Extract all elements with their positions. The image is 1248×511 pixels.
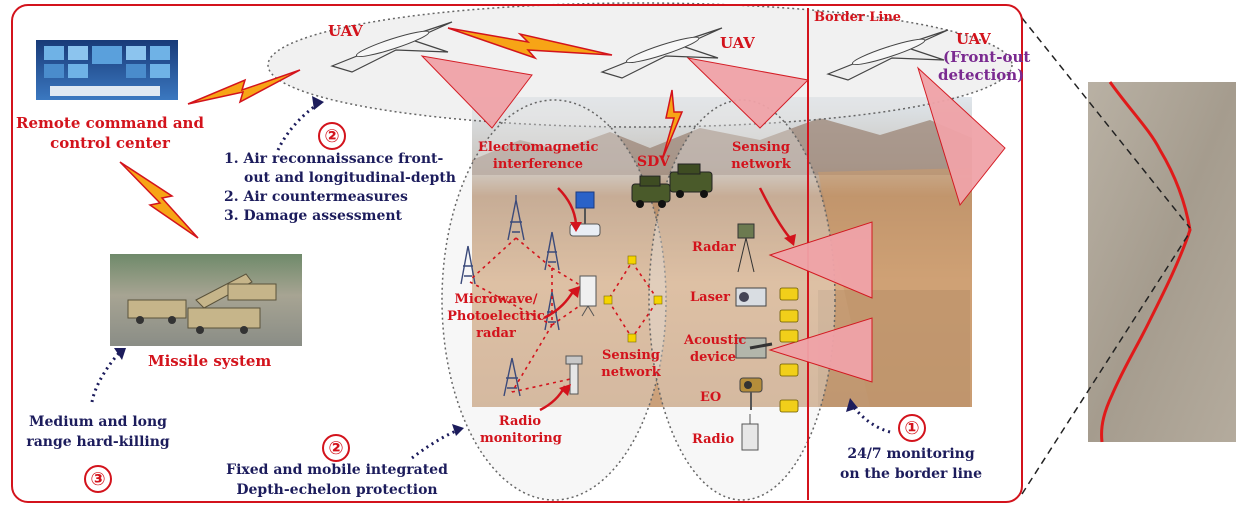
air-task-line: 1. Air reconnaissance front- [224,151,444,167]
detection-label: detection) [938,66,1025,84]
lightning-icon [447,27,613,60]
eo-sensor-icon [739,377,763,410]
sensing-network-top-label-2: network [731,157,791,172]
acoustic-sensor-icon [735,337,773,359]
acoustic-label-2: device [690,350,737,365]
border-monitor-label-2: on the border line [840,466,982,482]
sensing-network-top-label-1: Sensing [732,140,790,155]
command-center-label-2: control center [50,134,170,152]
air-task-line: 2. Air countermeasures [224,189,408,205]
uav-icon [600,27,723,79]
circled-number-hard-kill: ③ [84,465,112,493]
sensing-network-mid-label-1: Sensing [602,348,660,363]
uav-icon [826,29,949,81]
front-out-label: (Front-out [943,48,1031,66]
microwave-label-3: radar [476,326,516,341]
eo-label: EO [700,390,722,405]
depth-label-2: Depth-echelon protection [236,482,438,498]
arrow-sensing-network [758,187,791,239]
circled-number-air: ② [318,122,346,150]
air-tasks-list: 1. Air reconnaissance front- out and lon… [224,150,456,226]
command-screen-icon [36,40,178,100]
radio-tower-icon [544,231,560,271]
lightning-icon [661,89,684,161]
sensor-node-icon [603,255,663,343]
missile-system-label: Missile system [148,352,272,370]
vehicle-icon [631,175,671,208]
arrow-em-interference [557,187,578,225]
radio-monitoring-label-1: Radio [498,414,542,429]
uav-cone-left [420,55,533,129]
em-interference-label-1: Electromagnetic [478,140,599,155]
lightning-icon [187,69,301,105]
sdv-label: SDV [637,154,670,170]
satellite-map [1088,81,1236,443]
em-interference-label-2: interference [492,157,584,172]
radio-tower-icon [460,245,476,285]
radar-sensor-icon [737,223,755,273]
microwave-radar-icon [579,275,597,317]
vehicle-icon [669,163,713,198]
circled-number-depth: ② [322,434,350,462]
lightning-icon [119,161,199,239]
radar-label: Radar [692,240,736,255]
pointer-arrow-border [850,404,891,434]
hard-kill-label-1: Medium and long [29,414,167,430]
microwave-label-1: Microwave/ [454,292,538,307]
zoom-line-bottom [1021,231,1191,495]
uav-cone-middle [686,57,810,129]
radio-label: Radio [692,432,735,447]
acoustic-cone [768,317,873,383]
uav-label-left: UAV [328,22,363,40]
air-task-line: out and longitudinal-depth [244,170,456,186]
outer-frame [11,4,1023,503]
laser-sensor-icon [735,287,767,307]
depth-label-1: Fixed and mobile integrated [226,462,448,478]
pointer-arrow-hard-kill [90,350,122,403]
circled-number-border: ① [898,414,926,442]
border-line-label: Border Line [814,10,902,25]
uav-label-right: UAV [956,30,991,48]
radio-tower-icon [503,357,521,397]
border-monitor-label-1: 24/7 monitoring [847,446,975,462]
missile-launcher-icon [110,254,302,346]
microwave-label-2: Photoelectric [447,309,545,324]
uav-icon [330,21,453,73]
zoom-line-top [1021,17,1191,229]
acoustic-label-1: Acoustic [684,333,747,348]
uav-cone-right [916,66,1006,207]
pointer-arrow-air [276,102,319,151]
laser-label: Laser [690,290,731,305]
radar-cone [768,221,873,299]
air-task-line: 3. Damage assessment [224,208,403,224]
radio-tower-icon [507,195,525,241]
hard-kill-label-2: range hard-killing [26,434,170,450]
radio-monitoring-label-2: monitoring [480,431,562,446]
sensing-network-mid-label-2: network [601,365,661,380]
radio-sensor-icon [741,414,759,451]
command-center-label-1: Remote command and [16,114,204,132]
sensor-box-icon [779,287,799,413]
uav-label-middle: UAV [720,34,755,52]
radio-monitor-mast-icon [565,355,583,395]
pointer-arrow-depth [411,428,459,460]
sensing-network-links [469,237,589,393]
